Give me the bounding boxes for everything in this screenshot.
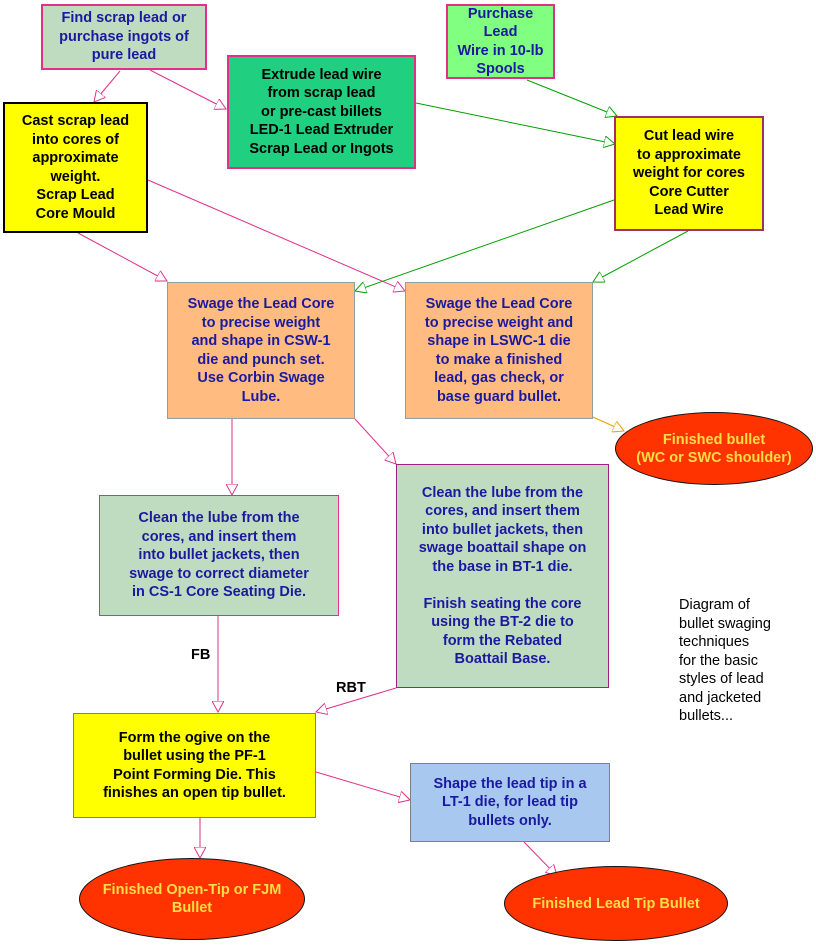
label-fb: FB bbox=[191, 647, 211, 663]
arrow-find-to-cast bbox=[94, 70, 121, 102]
box-swage-lswc-1: Swage the Lead Core to precise weight an… bbox=[405, 282, 593, 419]
arrow-csw-to-clean-bt bbox=[354, 418, 396, 464]
box-swage-csw-1: Swage the Lead Core to precise weight an… bbox=[167, 282, 355, 419]
ellipse-finished-open-tip: Finished Open-Tip or FJM Bullet bbox=[79, 858, 305, 940]
arrow-purchase-to-cut bbox=[526, 79, 617, 116]
arrow-cut-to-csw bbox=[355, 199, 615, 291]
arrow-lswc-to-finished-wc bbox=[592, 416, 624, 431]
ellipse-finished-wc-swc: Finished bullet (WC or SWC shoulder) bbox=[615, 412, 813, 485]
arrow-ogive-to-lead-tip bbox=[315, 771, 410, 800]
arrow-find-to-extrude bbox=[149, 69, 226, 109]
diagram-note: Diagram of bullet swaging techniques for… bbox=[679, 597, 771, 724]
box-form-ogive-pf-1: Form the ogive on the bullet using the P… bbox=[73, 713, 316, 818]
box-find-scrap-lead: Find scrap lead or purchase ingots of pu… bbox=[41, 4, 207, 70]
arrow-cast-to-csw bbox=[77, 232, 167, 281]
box-cast-scrap-lead: Cast scrap lead into cores of approximat… bbox=[3, 102, 148, 233]
arrow-lead-tip-to-finished bbox=[523, 841, 557, 876]
label-rbt: RBT bbox=[336, 680, 366, 696]
ellipse-finished-lead-tip: Finished Lead Tip Bullet bbox=[504, 866, 728, 941]
arrow-cut-to-lswc bbox=[593, 230, 689, 282]
box-clean-cs-1: Clean the lube from the cores, and inser… bbox=[99, 495, 339, 616]
box-cut-lead-wire: Cut lead wire to approximate weight for … bbox=[614, 116, 764, 231]
box-clean-bt-1: Clean the lube from the cores, and inser… bbox=[396, 464, 609, 688]
arrow-cast-to-lswc bbox=[147, 179, 405, 291]
box-extrude-lead-wire: Extrude lead wire from scrap lead or pre… bbox=[227, 55, 416, 169]
box-lead-tip-lt-1: Shape the lead tip in a LT-1 die, for le… bbox=[410, 763, 610, 842]
arrow-extrude-to-cut bbox=[415, 102, 615, 144]
box-purchase-lead-wire: Purchase Lead Wire in 10-lb Spools bbox=[446, 4, 555, 79]
arrow-clean-bt-to-ogive bbox=[316, 687, 397, 712]
